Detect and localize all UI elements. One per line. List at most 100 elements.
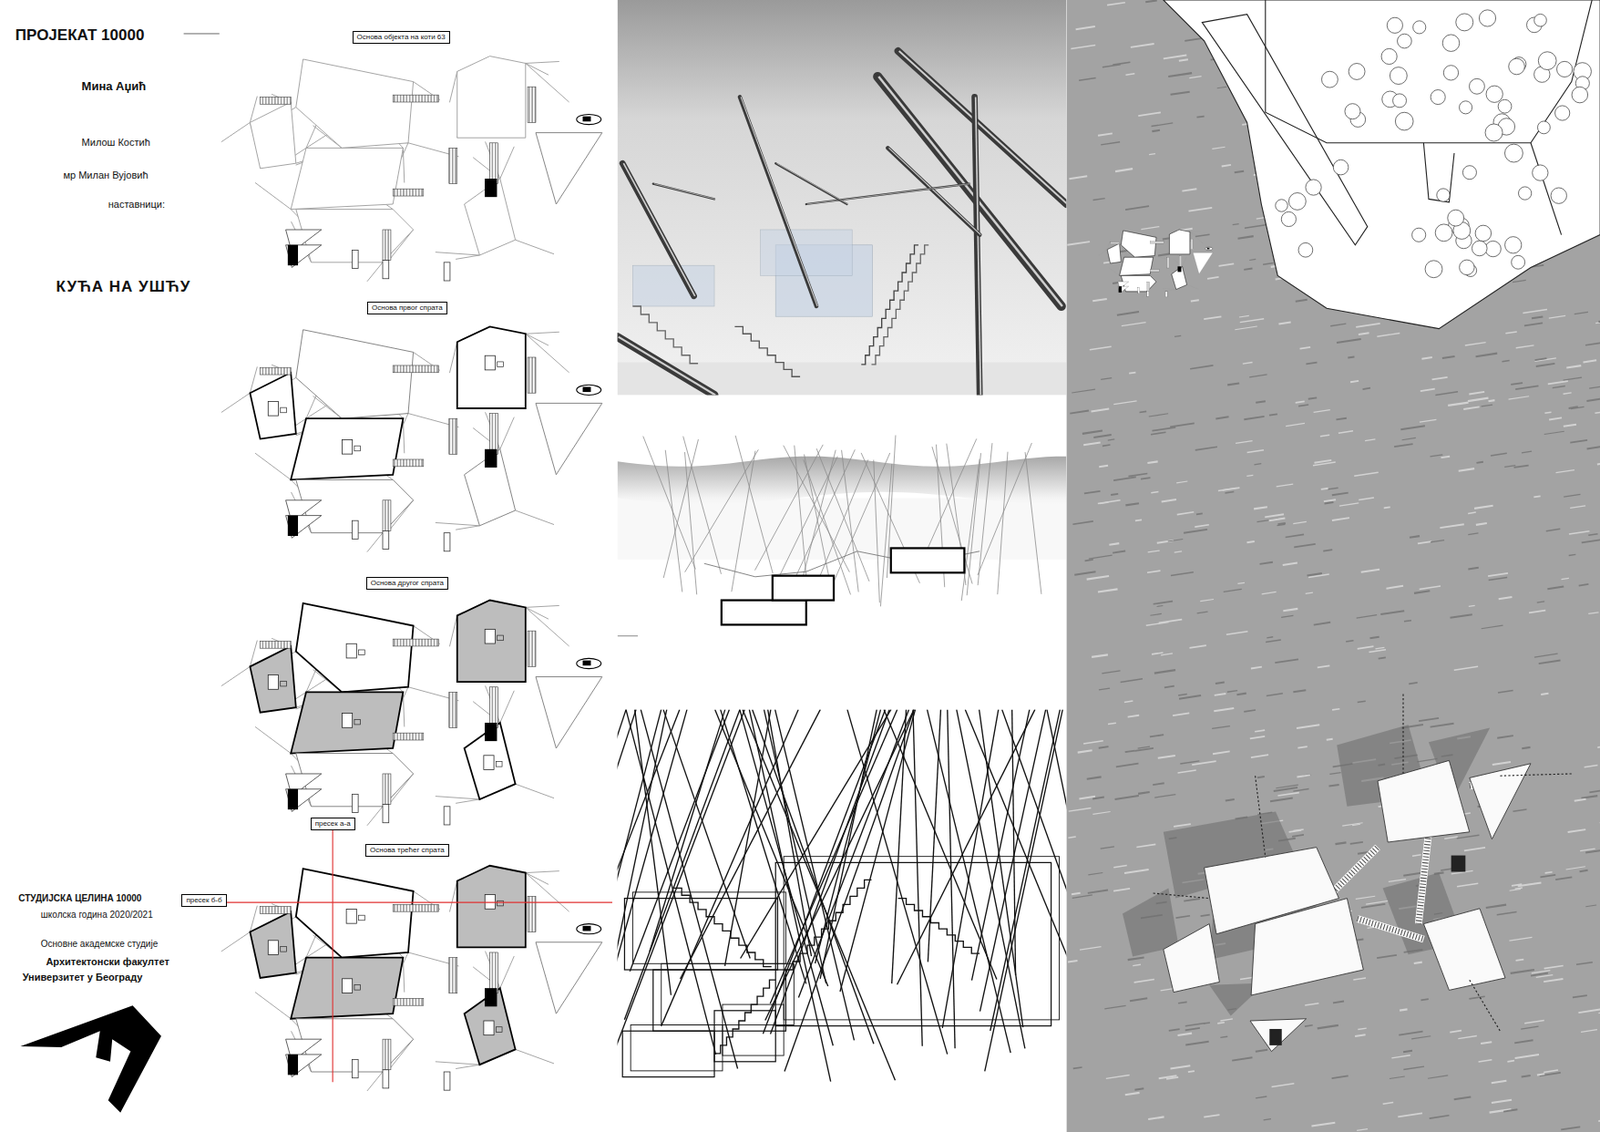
illustration-part — [1456, 882, 1478, 886]
house-outline — [296, 59, 414, 148]
illustration-part — [1454, 666, 1478, 670]
illustration-part — [1087, 890, 1108, 893]
tree — [1508, 58, 1526, 75]
illustration-part — [1158, 755, 1176, 759]
stair — [260, 96, 292, 104]
illustration-part — [1271, 1083, 1295, 1088]
illustration-part — [1169, 289, 1177, 291]
illustration-part — [1579, 870, 1589, 872]
illustration-part — [1244, 225, 1266, 228]
illustration-part — [840, 708, 916, 992]
illustration-part — [1068, 175, 1088, 179]
illustration-part — [1420, 389, 1436, 391]
illustration-part — [1353, 471, 1379, 476]
small-cluster — [1098, 229, 1213, 298]
illustration-part — [1589, 386, 1600, 389]
illustration-part — [1514, 465, 1529, 468]
illustration-part — [739, 96, 817, 307]
illustration-part — [1313, 410, 1331, 413]
illustration-part — [1537, 1073, 1545, 1075]
illustration-part — [1528, 610, 1546, 614]
illustration-part — [1160, 653, 1173, 656]
illustration-part — [1580, 795, 1598, 799]
furniture — [280, 407, 288, 413]
illustration-part — [1100, 142, 1120, 145]
boat — [1207, 247, 1211, 250]
illustration-part — [1270, 797, 1293, 801]
stair — [527, 357, 536, 393]
illustration-part — [1113, 865, 1128, 868]
illustration-part — [820, 708, 877, 978]
illustration-part — [1416, 758, 1437, 761]
illustration-part — [1200, 598, 1214, 601]
illustration-part — [1212, 750, 1231, 754]
illustration-part — [1548, 315, 1566, 318]
illustration-part — [640, 708, 738, 1068]
illustration-part — [1221, 164, 1231, 167]
house-outline — [464, 449, 516, 526]
terrace-wedge — [535, 133, 603, 205]
illustration-part — [1145, 0, 1158, 2]
illustration-part — [1147, 570, 1161, 573]
illustration-part — [665, 450, 683, 593]
illustration-part — [1419, 585, 1441, 589]
rule-line — [184, 32, 220, 34]
illustration-part — [1521, 747, 1530, 749]
illustration-part — [1082, 430, 1103, 433]
illustration-part — [685, 449, 759, 572]
illustration-part — [1237, 582, 1245, 584]
illustration-part — [912, 708, 923, 1046]
illustration-part — [1544, 411, 1551, 413]
illustration-part — [975, 96, 982, 395]
illustration-part — [1120, 678, 1143, 683]
illustration-part — [1243, 709, 1256, 712]
illustration-part — [714, 979, 776, 1054]
illustration-part — [1130, 43, 1155, 48]
illustration-part — [1358, 332, 1370, 335]
furniture — [280, 946, 288, 953]
illustration-part — [500, 417, 514, 450]
illustration-part — [1113, 476, 1137, 481]
furniture — [346, 908, 357, 924]
illustration-part — [1569, 406, 1579, 409]
house-outline — [249, 911, 296, 978]
illustration-part — [1501, 360, 1509, 362]
illustration-part — [1508, 936, 1532, 941]
illustration-part — [1187, 284, 1200, 289]
illustration-part — [1317, 1025, 1339, 1028]
illustration-part — [1196, 116, 1204, 118]
illustration-part — [1183, 898, 1200, 902]
illustration-part — [1239, 315, 1250, 318]
illustration-part — [1269, 1028, 1282, 1046]
illustration-part — [1097, 133, 1113, 135]
illustration-part — [1419, 419, 1436, 422]
illustration-part — [1292, 834, 1304, 837]
bridge — [1357, 918, 1425, 939]
illustration-part — [725, 708, 771, 965]
illustration-part — [1330, 323, 1346, 327]
stick-line — [1469, 979, 1501, 1031]
pier-block — [484, 178, 497, 197]
illustration-part — [956, 708, 1026, 1048]
illustration-part — [1173, 823, 1191, 827]
illustration-part — [1125, 750, 1136, 753]
illustration-part — [841, 450, 860, 593]
illustration-part — [1546, 528, 1561, 531]
illustration-part — [1403, 872, 1421, 876]
illustration-part — [1547, 586, 1564, 590]
illustration-part — [1509, 888, 1521, 891]
illustration-part — [1356, 1128, 1368, 1131]
illustration-part — [1125, 205, 1149, 210]
terrace-wedge — [535, 402, 603, 474]
illustration-part — [1332, 492, 1349, 496]
illustration-part — [1074, 571, 1096, 575]
pier-block — [484, 987, 497, 1006]
illustration-part — [1515, 385, 1539, 390]
illustration-part — [1430, 540, 1445, 543]
illustration-part — [1189, 76, 1201, 79]
illustration-part — [1480, 1041, 1492, 1044]
tree — [1436, 188, 1450, 202]
illustration-part — [221, 666, 250, 686]
furniture — [346, 643, 357, 658]
stair — [392, 459, 424, 467]
